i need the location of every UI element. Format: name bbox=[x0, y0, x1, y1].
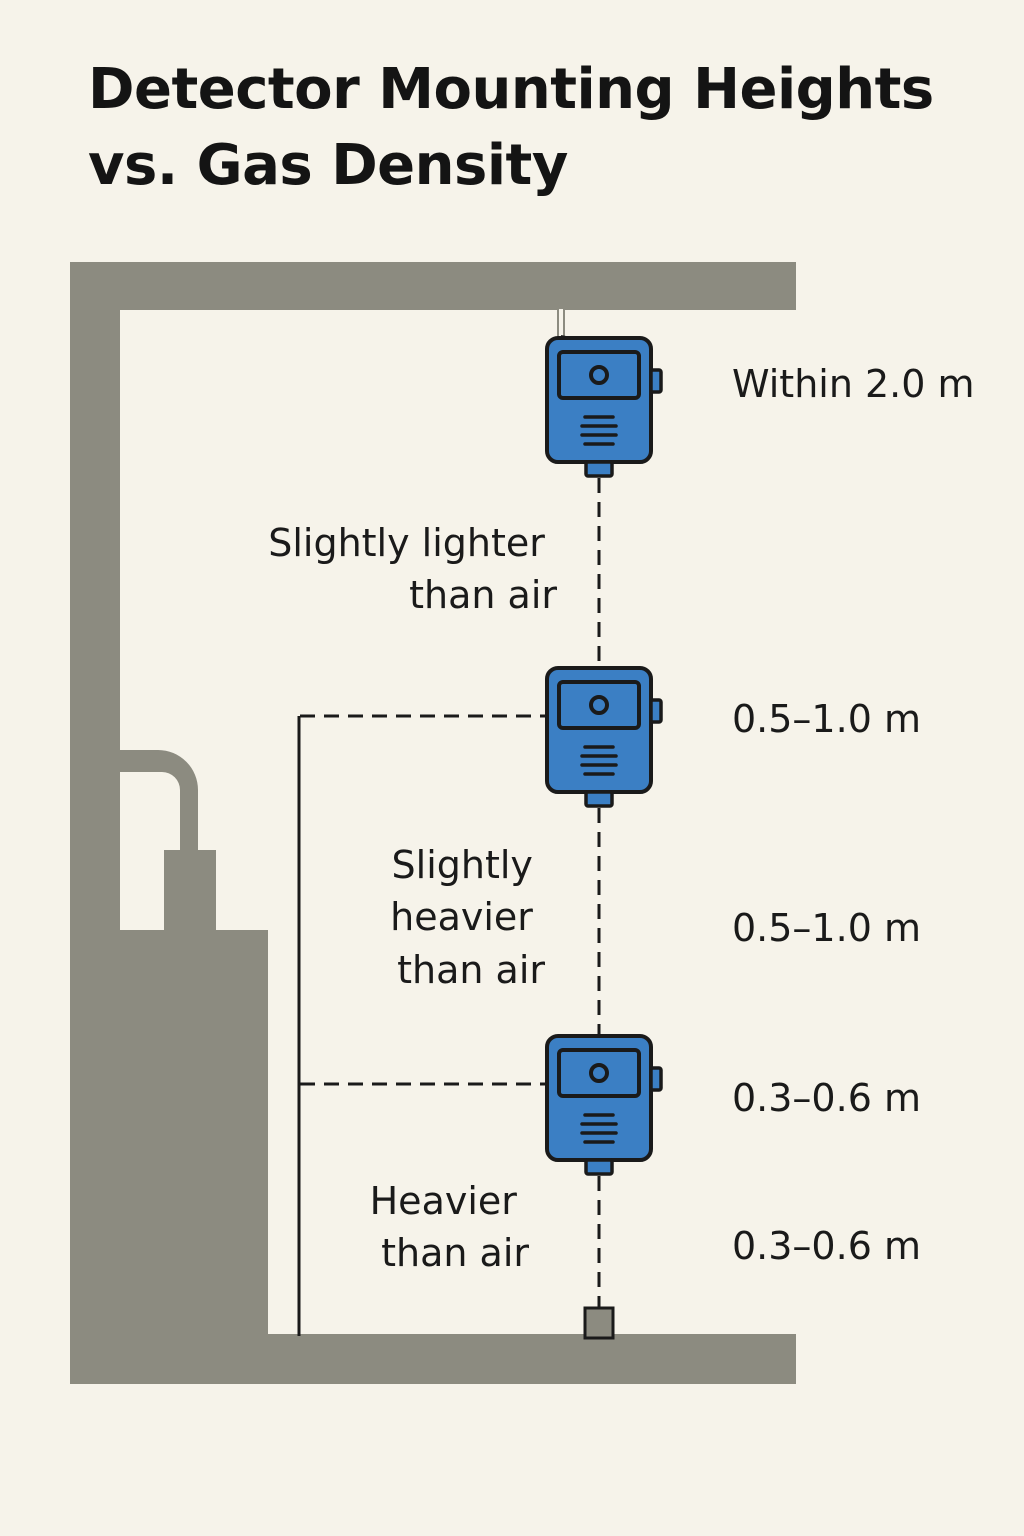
ceiling bbox=[70, 262, 796, 310]
label-heavier: Heavier than air bbox=[370, 1179, 530, 1275]
distance-label-upper-middle: 0.5–1.0 m bbox=[732, 697, 921, 741]
ceiling-mount-wire bbox=[557, 307, 581, 341]
label-line: Heavier bbox=[370, 1179, 518, 1223]
title-line-2: vs. Gas Density bbox=[88, 133, 568, 198]
floor bbox=[70, 1334, 796, 1384]
label-line: than air bbox=[397, 948, 545, 992]
distance-label-lower-middle: 0.5–1.0 m bbox=[732, 906, 921, 950]
gas-detector-icon bbox=[545, 666, 663, 808]
gas-cylinder-icon bbox=[120, 750, 268, 1336]
label-line: than air bbox=[381, 1231, 529, 1275]
label-slightly-lighter: Slightly lighter than air bbox=[268, 521, 557, 617]
left-wall bbox=[70, 262, 120, 1384]
floor-sensor-stub bbox=[583, 1306, 615, 1340]
label-line: heavier bbox=[390, 895, 533, 939]
title-line-1: Detector Mounting Heights bbox=[88, 57, 934, 122]
label-line: Slightly lighter bbox=[268, 521, 545, 565]
distance-label-top: Within 2.0 m bbox=[732, 362, 975, 406]
label-line: than air bbox=[409, 573, 557, 617]
page-title: Detector Mounting Heights vs. Gas Densit… bbox=[88, 52, 968, 204]
label-line: Slightly bbox=[392, 843, 533, 887]
gas-detector-icon bbox=[545, 336, 663, 478]
distance-label-lower-bottom: 0.3–0.6 m bbox=[732, 1224, 921, 1268]
distance-label-upper-bottom: 0.3–0.6 m bbox=[732, 1076, 921, 1120]
gas-detector-icon bbox=[545, 1034, 663, 1176]
room-structure bbox=[70, 262, 796, 1384]
label-slightly-heavier: Slightly heavier than air bbox=[390, 843, 545, 992]
